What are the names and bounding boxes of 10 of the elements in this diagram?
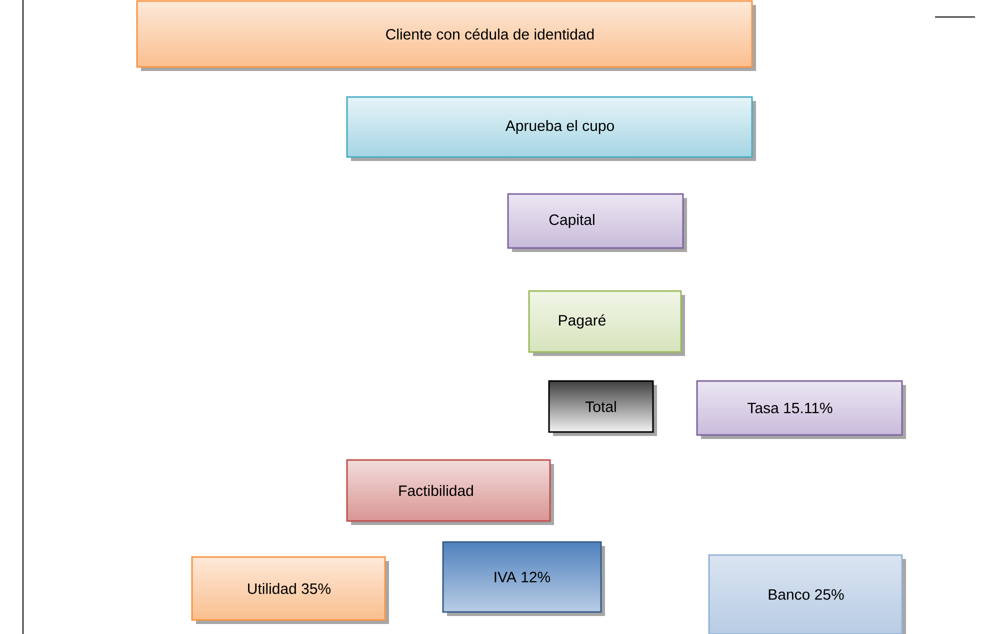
text-box: Capital bbox=[507, 193, 687, 252]
text-box: Cliente con cédula de identidad bbox=[136, 0, 756, 71]
text-box: Utilidad 35% bbox=[191, 556, 389, 624]
text-box: IVA 12% bbox=[442, 541, 605, 616]
text-box: Banco 25% bbox=[708, 554, 906, 634]
text-box: Total bbox=[548, 380, 657, 436]
text-box: Pagaré bbox=[528, 290, 685, 356]
text-box: Tasa 15.11% bbox=[696, 380, 906, 439]
text-box: Factibilidad bbox=[346, 459, 554, 525]
text-box: Aprueba el cupo bbox=[346, 96, 756, 161]
